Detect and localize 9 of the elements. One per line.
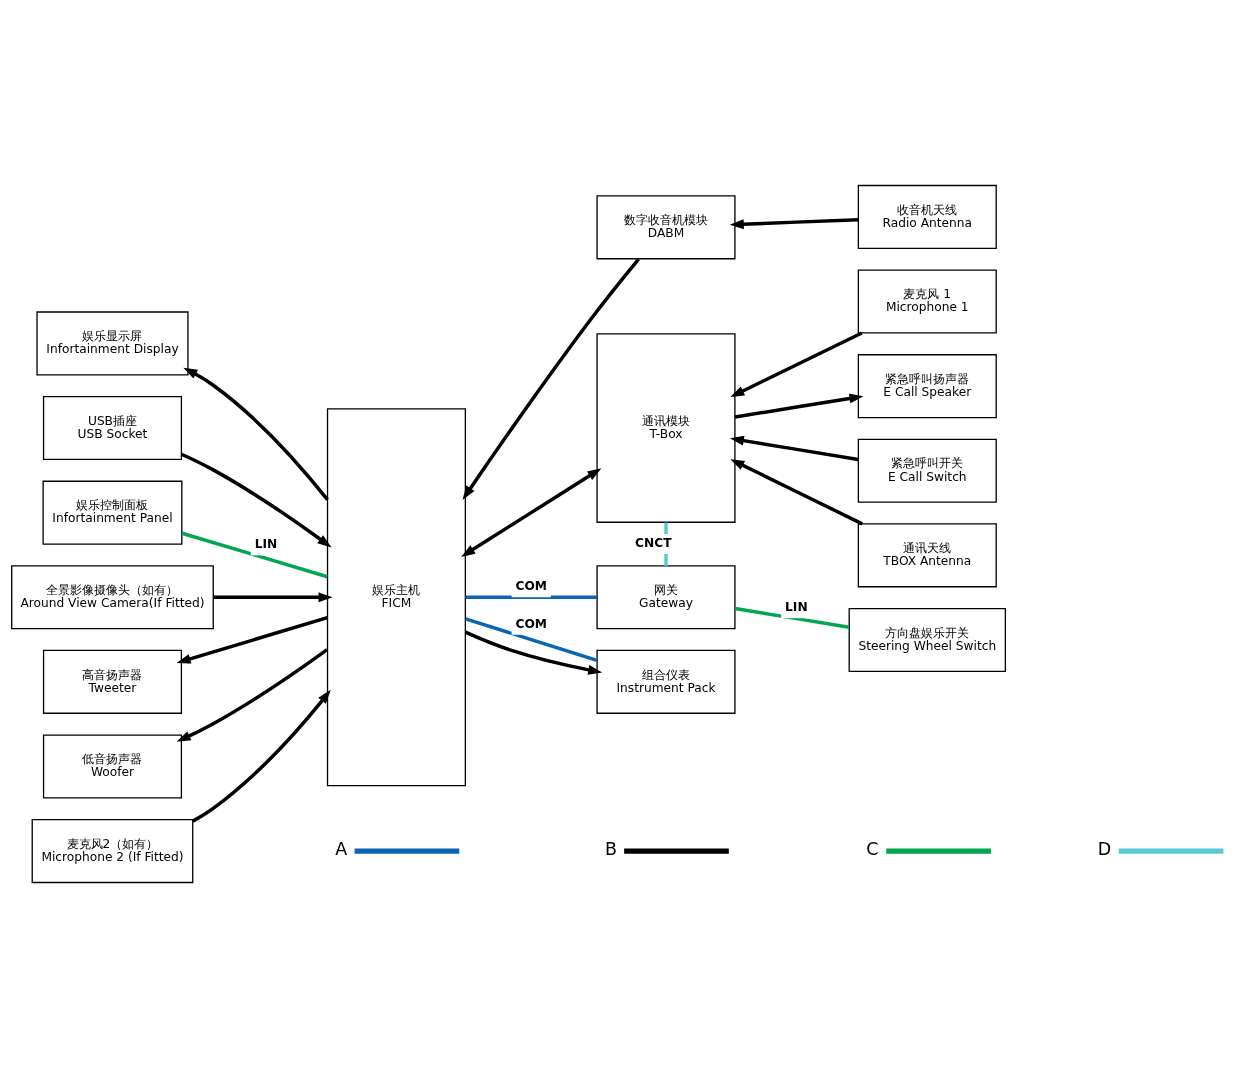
legend-label: D: [1097, 838, 1112, 859]
edge-label: COM: [515, 578, 547, 593]
edge-label: LIN: [254, 536, 278, 551]
legend-label: B: [604, 838, 617, 859]
legend-label: A: [335, 838, 348, 859]
edge-label: CNCT: [635, 535, 672, 550]
legend-label: C: [866, 838, 879, 859]
edge-label: COM: [515, 616, 547, 631]
edge-label: LIN: [785, 599, 808, 614]
